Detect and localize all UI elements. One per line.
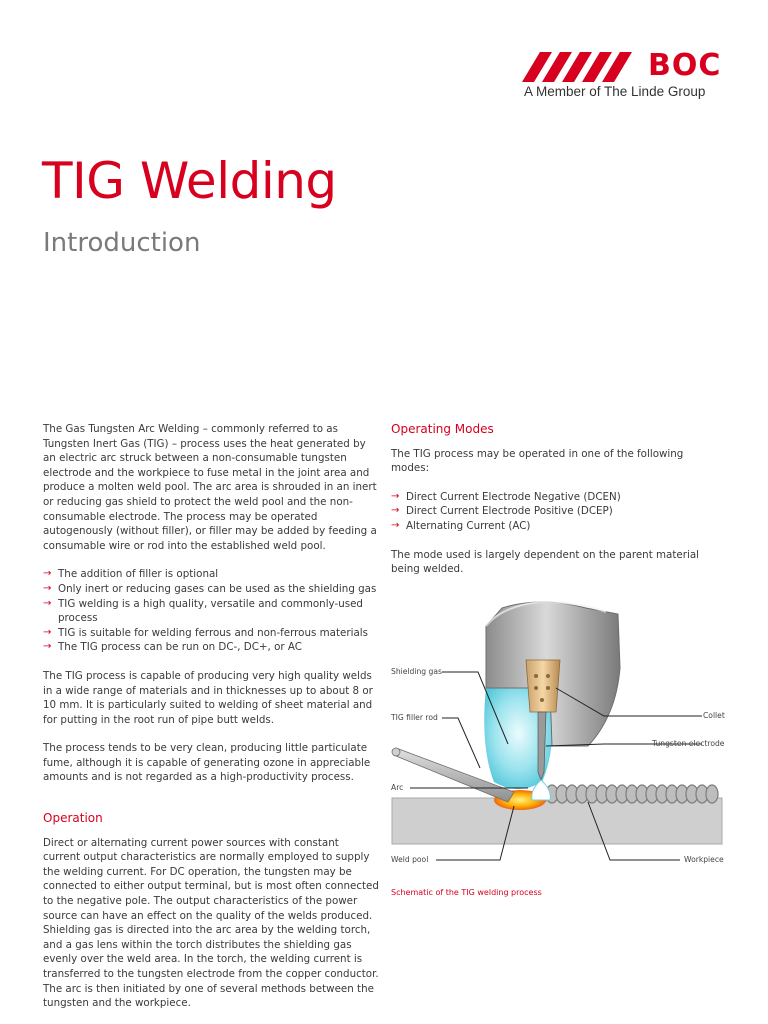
label-tungsten-electrode: Tungsten electrode — [652, 739, 725, 748]
modes-list: →Direct Current Electrode Negative (DCEN… — [391, 490, 721, 534]
modes-note: The mode used is largely dependent on th… — [391, 548, 700, 576]
boc-stripes-icon — [522, 52, 632, 82]
boc-logo: BOC A Member of The Linde Group — [520, 48, 740, 106]
operation-paragraph: Direct or alternating current power sour… — [43, 836, 379, 1010]
arrow-icon: → — [391, 519, 400, 531]
leader-lines — [410, 671, 702, 861]
label-collet: Collet — [703, 711, 725, 720]
operation-heading: Operation — [43, 811, 103, 826]
intro-paragraph: The Gas Tungsten Arc Welding – commonly … — [43, 423, 377, 552]
list-item: →Direct Current Electrode Negative (DCEN… — [391, 490, 621, 503]
feature-list: →The addition of filler is optional →Onl… — [43, 567, 379, 655]
list-item: →Only inert or reducing gases can be use… — [43, 582, 377, 595]
tungsten-electrode — [537, 711, 547, 781]
logo-tagline: A Member of The Linde Group — [524, 84, 706, 99]
label-arc: Arc — [391, 783, 404, 792]
shielding-gas-cloud — [484, 688, 553, 789]
operating-modes-heading: Operating Modes — [391, 422, 494, 436]
list-item: →Direct Current Electrode Positive (DCEP… — [391, 505, 613, 518]
page-title: TIG Welding — [42, 152, 337, 210]
arrow-icon: → — [391, 490, 400, 502]
list-item: →The TIG process can be run on DC-, DC+,… — [43, 641, 302, 654]
arrow-icon: → — [43, 582, 52, 594]
fume-paragraph: The process tends to be very clean, prod… — [43, 742, 371, 784]
arc — [531, 779, 551, 801]
modes-intro: The TIG process may be operated in one o… — [391, 447, 684, 475]
arrow-icon: → — [43, 626, 52, 638]
page-subtitle: Introduction — [43, 228, 201, 258]
diagram-caption: Schematic of the TIG welding process — [391, 888, 542, 897]
label-filler-rod: TIG filler rod — [391, 713, 438, 722]
label-weld-pool: Weld pool — [391, 855, 429, 864]
list-item: →The addition of filler is optional — [43, 568, 219, 581]
arrow-icon: → — [391, 505, 400, 517]
arrow-icon: → — [43, 597, 52, 609]
label-shielding-gas: Shielding gas — [391, 667, 442, 676]
collet — [525, 659, 561, 713]
quality-paragraph: The TIG process is capable of producing … — [43, 669, 373, 726]
label-workpiece: Workpiece — [684, 855, 724, 864]
arrow-icon: → — [43, 641, 52, 653]
arrow-icon: → — [43, 568, 52, 580]
list-item: →TIG welding is a high quality, versatil… — [43, 597, 363, 625]
workpiece-plate — [391, 797, 723, 845]
right-column: Operating Modes The TIG process may be o… — [391, 422, 721, 577]
list-item: →TIG is suitable for welding ferrous and… — [43, 626, 368, 639]
tig-schematic-svg — [391, 600, 723, 861]
collet-holes — [534, 674, 550, 702]
left-column: The Gas Tungsten Arc Welding – commonly … — [43, 422, 379, 1011]
boc-brand-name: BOC — [648, 48, 722, 83]
tig-schematic-diagram: Shielding gas TIG filler rod Collet Tung… — [390, 596, 730, 886]
list-item: →Alternating Current (AC) — [391, 519, 531, 532]
